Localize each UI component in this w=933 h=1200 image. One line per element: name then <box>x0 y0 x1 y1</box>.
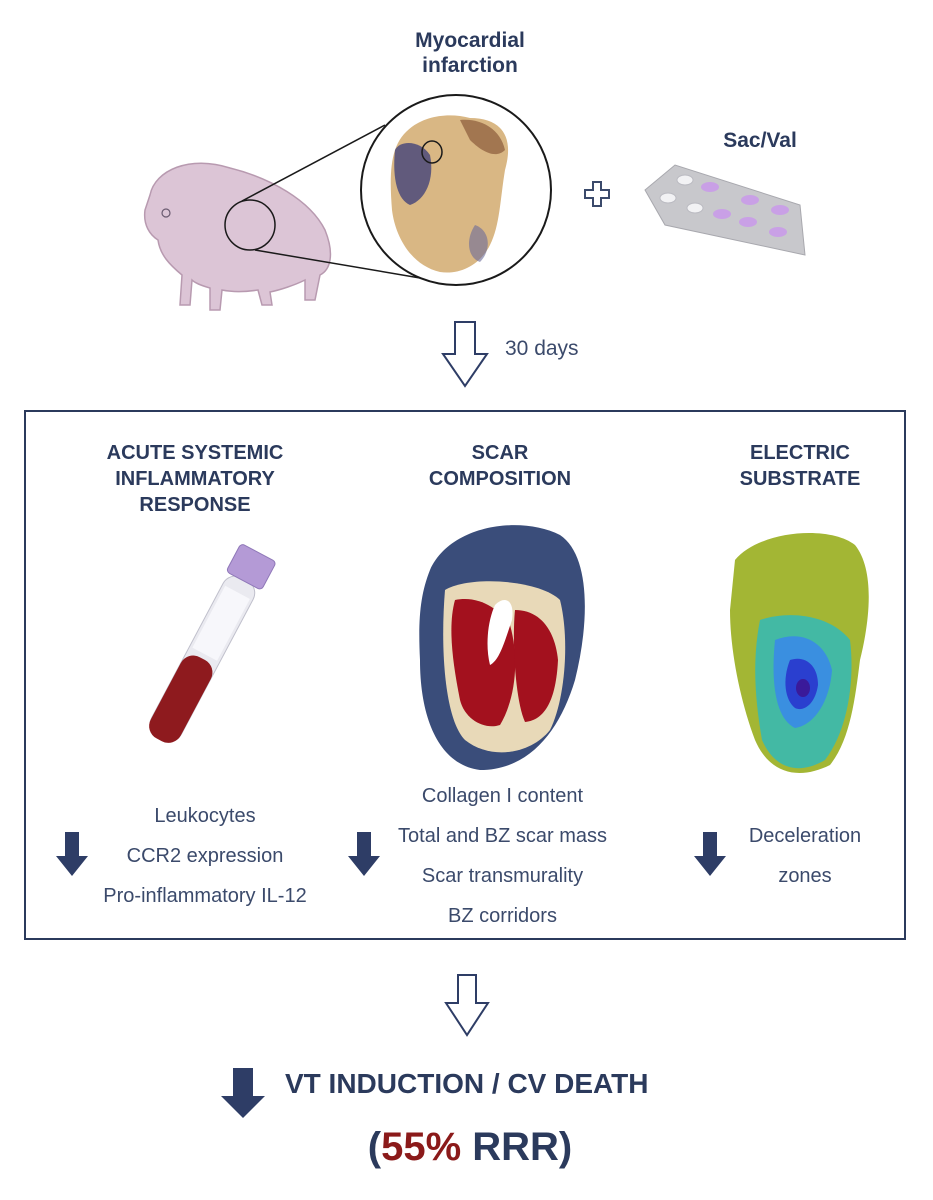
inflammation-list: Leukocytes CCR2 expression Pro-inflammat… <box>80 796 330 916</box>
scar-list: Collagen I content Total and BZ scar mas… <box>370 776 635 936</box>
list-item: Scar transmurality <box>421 865 584 887</box>
solid-down-arrow-icon <box>348 832 380 876</box>
rrr-result: (55% RRR) <box>360 1125 580 1170</box>
list-item: Leukocytes <box>154 805 256 827</box>
blister-pack-image <box>644 164 806 256</box>
mi-title: Myocardial infarction <box>415 29 525 78</box>
results-panel <box>24 410 906 940</box>
outcome-label: VT INDUCTION / CV DEATH <box>285 1068 649 1099</box>
drug-title: Sac/Val <box>723 129 797 152</box>
scar-map-image <box>419 525 585 770</box>
solid-down-arrow-icon <box>221 1068 265 1118</box>
column-title-scar: SCAR COMPOSITION <box>428 442 572 490</box>
hollow-down-arrow-icon <box>444 974 490 1037</box>
column-title-electric: ELECTRIC SUBSTRATE <box>739 442 861 490</box>
voltage-map-image <box>730 533 869 773</box>
solid-down-arrow-icon <box>56 832 88 876</box>
list-item: Deceleration <box>748 825 862 847</box>
list-item: Collagen I content <box>421 785 584 807</box>
plus-icon <box>584 181 610 207</box>
list-item: BZ corridors <box>448 905 557 927</box>
rrr-percent: 55% <box>381 1125 462 1169</box>
solid-down-arrow-icon <box>694 832 726 876</box>
electric-list: Deceleration zones <box>730 816 880 896</box>
list-item: CCR2 expression <box>126 845 284 867</box>
blood-tube-image <box>149 544 276 743</box>
rrr-label: RRR) <box>461 1125 573 1169</box>
list-item: Pro-inflammatory IL-12 <box>103 885 307 907</box>
duration-label: 30 days <box>505 337 579 360</box>
column-title-inflammation: ACUTE SYSTEMIC INFLAMMATORY RESPONSE <box>106 442 284 516</box>
hollow-down-arrow-icon <box>441 321 489 388</box>
list-item: zones <box>778 865 832 887</box>
rrr-open-paren: ( <box>367 1125 382 1169</box>
list-item: Total and BZ scar mass <box>398 825 607 847</box>
